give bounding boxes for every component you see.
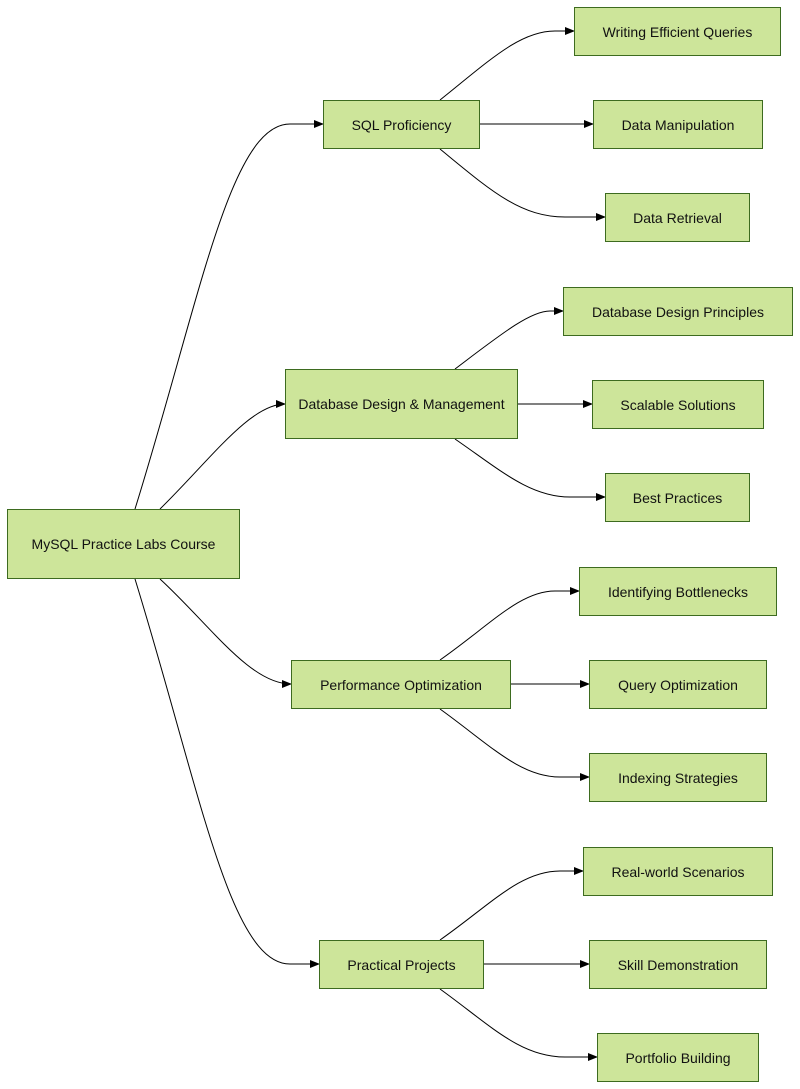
leaf-node-writing-efficient-queries: Writing Efficient Queries — [574, 7, 781, 56]
leaf-node-label: Indexing Strategies — [618, 769, 738, 786]
branch-node-label: Performance Optimization — [320, 676, 482, 693]
leaf-node-identifying-bottlenecks: Identifying Bottlenecks — [579, 567, 777, 616]
leaf-node-data-manipulation: Data Manipulation — [593, 100, 763, 149]
leaf-node-best-practices: Best Practices — [605, 473, 750, 522]
edge-perf-to-indexing-strategies — [439, 708, 590, 781]
leaf-node-indexing-strategies: Indexing Strategies — [589, 753, 767, 802]
leaf-node-label: Database Design Principles — [592, 303, 764, 320]
edge-root-to-practical-projects — [134, 578, 320, 968]
leaf-node-database-design-principles: Database Design Principles — [563, 287, 793, 336]
branch-node-label: Practical Projects — [347, 956, 456, 973]
leaf-node-query-optimization: Query Optimization — [589, 660, 767, 709]
edge-root-to-performance-optimization — [159, 578, 292, 688]
edge-dbd-to-database-design-principles — [454, 307, 564, 370]
branch-node-label: Database Design & Management — [298, 396, 505, 412]
edge-proj-to-real-world-scenarios — [439, 867, 584, 941]
branch-node-sql-proficiency: SQL Proficiency — [323, 100, 480, 149]
leaf-node-label: Portfolio Building — [625, 1049, 731, 1066]
leaf-node-label: Data Retrieval — [633, 209, 722, 226]
leaf-node-portfolio-building: Portfolio Building — [597, 1033, 759, 1082]
edge-dbd-to-best-practices — [454, 438, 606, 501]
leaf-node-label: Writing Efficient Queries — [602, 23, 753, 40]
leaf-node-label: Query Optimization — [618, 676, 738, 693]
leaf-node-scalable-solutions: Scalable Solutions — [592, 380, 764, 429]
branch-node-practical-projects: Practical Projects — [319, 940, 484, 989]
edge-perf-to-identifying-bottlenecks — [439, 587, 580, 661]
branch-node-label: SQL Proficiency — [351, 116, 452, 133]
root-node-label: MySQL Practice Labs Course — [31, 536, 216, 552]
leaf-node-label: Best Practices — [632, 489, 723, 506]
edge-root-to-database-design — [159, 400, 286, 510]
leaf-node-label: Skill Demonstration — [617, 956, 739, 973]
leaf-node-skill-demonstration: Skill Demonstration — [589, 940, 767, 989]
leaf-node-label: Scalable Solutions — [620, 396, 736, 413]
edge-root-to-sql-proficiency — [134, 120, 324, 510]
leaf-node-label: Real-world Scenarios — [611, 863, 745, 880]
leaf-node-data-retrieval: Data Retrieval — [605, 193, 750, 242]
root-node: MySQL Practice Labs Course — [7, 509, 240, 579]
leaf-node-label: Identifying Bottlenecks — [607, 583, 749, 600]
edge-sql-to-data-retrieval — [439, 148, 606, 221]
edge-sql-to-writing-efficient-queries — [439, 27, 575, 101]
branch-node-database-design: Database Design & Management — [285, 369, 518, 439]
branch-node-performance-optimization: Performance Optimization — [291, 660, 511, 709]
leaf-node-real-world-scenarios: Real-world Scenarios — [583, 847, 773, 896]
edge-proj-to-portfolio-building — [439, 988, 598, 1061]
leaf-node-label: Data Manipulation — [621, 116, 735, 133]
